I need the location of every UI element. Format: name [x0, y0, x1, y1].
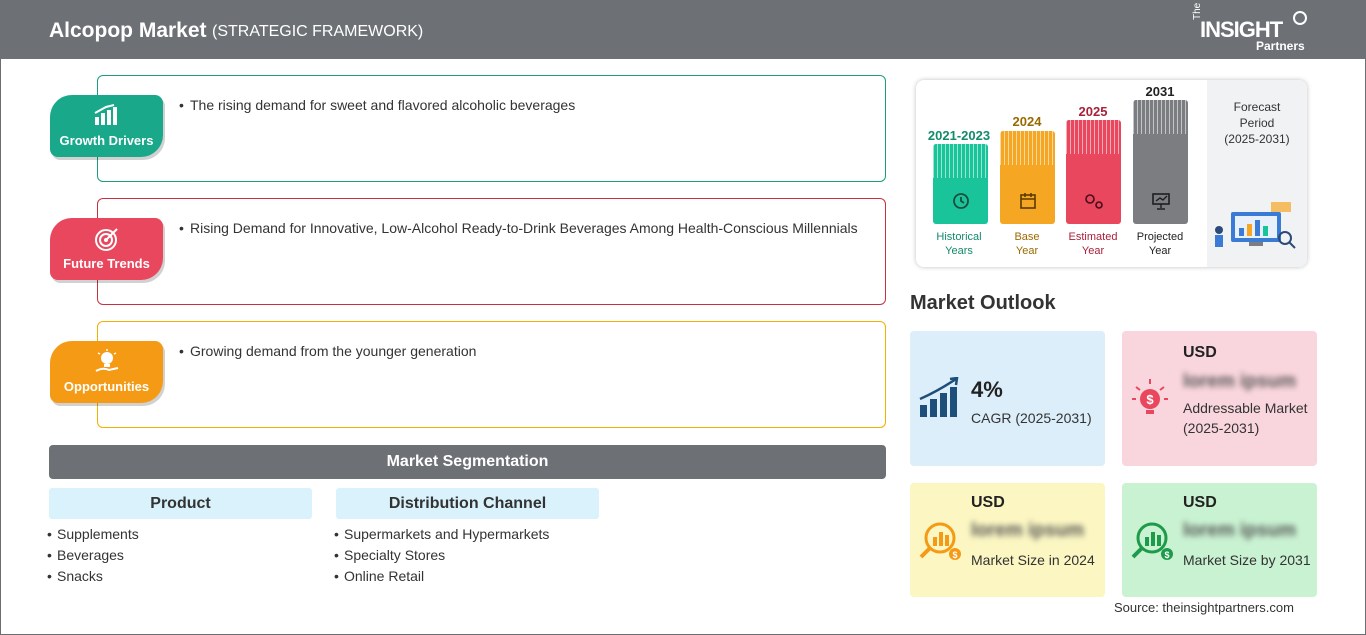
future-trends-card: Rising Demand for Innovative, Low-Alcoho…	[97, 198, 886, 305]
opportunities-text: Growing demand from the younger generati…	[179, 341, 860, 362]
list-item: Supermarkets and Hypermarkets	[334, 524, 549, 545]
svg-text:$: $	[1146, 392, 1154, 407]
bar-estimated	[1066, 120, 1121, 224]
logo-partners: Partners	[1256, 39, 1305, 53]
year-projected: 2031	[1145, 84, 1175, 99]
size-2024-value-blurred: lorem ipsum	[971, 520, 1084, 541]
growth-drivers-label: Growth Drivers	[59, 133, 154, 148]
distribution-segment-list: Supermarkets and Hypermarkets Specialty …	[334, 524, 549, 587]
opportunities-label: Opportunities	[63, 379, 150, 394]
opportunities-card: Growing demand from the younger generati…	[97, 321, 886, 428]
market-segmentation-bar: Market Segmentation	[49, 445, 886, 479]
logo-insight: INSIGHT	[1200, 17, 1283, 42]
year-estimated: 2025	[1078, 104, 1108, 119]
insight-partners-logo[interactable]: The INSIGHT Partners	[1190, 3, 1310, 54]
page-subtitle: (STRATEGIC FRAMEWORK)	[212, 23, 424, 40]
size-2024-usd: USD	[971, 494, 1005, 511]
addressable-market-card: $ USD lorem ipsum Addressable Market (20…	[1122, 331, 1317, 466]
analytics-illustration-icon	[1209, 200, 1301, 256]
size-2024-label: Market Size in 2024	[971, 552, 1095, 568]
list-item: Specialty Stores	[334, 545, 549, 566]
cagr-card: 4% CAGR (2025-2031)	[910, 331, 1105, 466]
cagr-value: 4%	[971, 377, 1003, 402]
addressable-value-blurred: lorem ipsum	[1183, 371, 1296, 392]
future-trends-label: Future Trends	[63, 256, 150, 271]
addressable-label: Addressable Market (2025-2031)	[1183, 400, 1308, 436]
growth-drivers-text: The rising demand for sweet and flavored…	[179, 95, 860, 116]
year-historical: 2021-2023	[927, 128, 991, 143]
magnifier-chart-icon: $	[918, 518, 964, 570]
bar-base	[1000, 131, 1055, 224]
gears-icon	[1066, 191, 1121, 216]
size-2031-label: Market Size by 2031	[1183, 552, 1311, 568]
source-text: Source: theinsightpartners.com	[1114, 600, 1294, 615]
segment-header-distribution: Distribution Channel	[336, 488, 599, 519]
logo-bulb-icon	[1293, 11, 1307, 25]
list-item: Beverages	[47, 545, 139, 566]
bar-historical	[933, 144, 988, 224]
year-base: 2024	[1012, 114, 1042, 129]
forecast-label: Forecast Period	[1233, 100, 1281, 130]
future-trends-badge: Future Trends	[50, 218, 163, 280]
calendar-icon	[1000, 191, 1055, 216]
page-title: Alcopop Market	[49, 19, 207, 42]
history-icon	[933, 191, 988, 216]
target-icon	[50, 226, 163, 257]
growth-drivers-badge: Growth Drivers	[50, 95, 163, 157]
lightbulb-hand-icon	[50, 349, 163, 380]
cagr-label: CAGR (2025-2031)	[971, 410, 1092, 426]
header-bar: Alcopop Market (STRATEGIC FRAMEWORK) The…	[0, 0, 1366, 59]
bar-projected	[1133, 100, 1188, 224]
market-size-2024-card: $ USD lorem ipsum Market Size in 2024	[910, 483, 1105, 597]
opportunities-badge: Opportunities	[50, 341, 163, 403]
money-bulb-icon: $	[1130, 377, 1170, 429]
presentation-icon	[1133, 191, 1188, 216]
growth-drivers-card: The rising demand for sweet and flavored…	[97, 75, 886, 182]
forecast-period: (2025-2031)	[1224, 132, 1290, 146]
list-item: Snacks	[47, 566, 139, 587]
growth-bars-icon	[918, 376, 962, 427]
list-item: Online Retail	[334, 566, 549, 587]
addressable-usd: USD	[1183, 344, 1217, 361]
list-item: Supplements	[47, 524, 139, 545]
product-segment-list: Supplements Beverages Snacks	[47, 524, 139, 587]
future-trends-text: Rising Demand for Innovative, Low-Alcoho…	[179, 218, 860, 239]
market-outlook-title: Market Outlook	[910, 292, 1056, 314]
svg-text:$: $	[952, 550, 957, 560]
size-2031-value-blurred: lorem ipsum	[1183, 520, 1296, 541]
magnifier-chart-icon: $	[1130, 518, 1176, 570]
growth-chart-icon	[50, 103, 163, 132]
segment-header-product: Product	[49, 488, 312, 519]
svg-text:$: $	[1164, 550, 1169, 560]
size-2031-usd: USD	[1183, 494, 1217, 511]
market-size-2031-card: $ USD lorem ipsum Market Size by 2031	[1122, 483, 1317, 597]
